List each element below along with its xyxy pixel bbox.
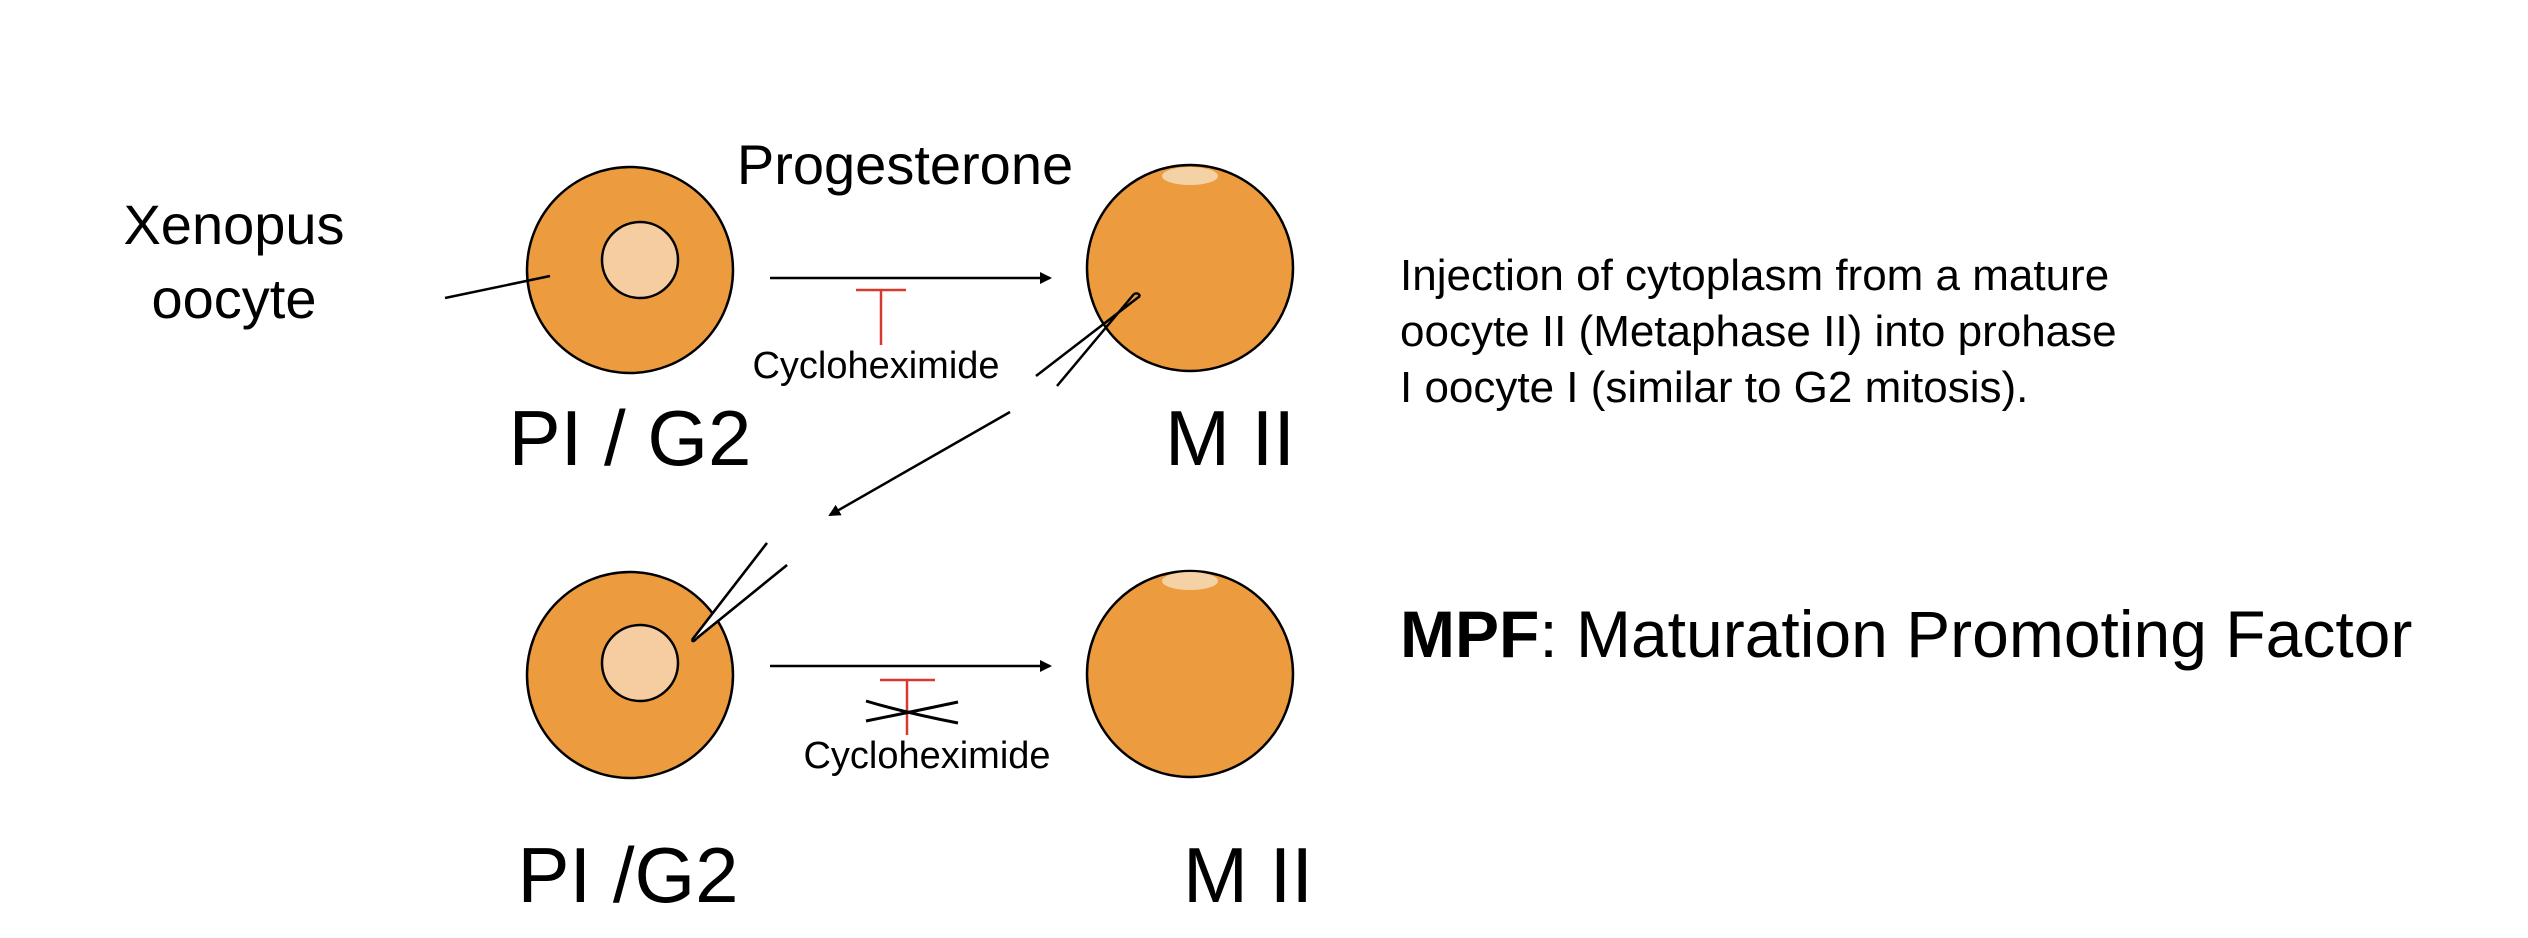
mpf-expansion: : Maturation Promoting Factor <box>1539 597 2413 671</box>
pipette-top <box>1035 292 1142 387</box>
nucleus <box>600 623 680 703</box>
xenopus-label-line1: Xenopus <box>123 193 344 256</box>
inhibition-cancelled-x-icon <box>865 699 959 725</box>
animal-pole-cap <box>1162 167 1218 185</box>
inhibitor-symbol-bottom <box>880 678 935 735</box>
stage-label-top-left: PI / G2 <box>509 394 752 482</box>
injection-description: Injection of cytoplasm from a mature ooc… <box>1400 248 2450 416</box>
inhibitor-symbol-top <box>856 288 906 345</box>
progesterone-label: Progesterone <box>737 133 1073 196</box>
description-line-2: oocyte II (Metaphase II) into prohase <box>1400 307 2117 356</box>
oocyte-top-right <box>1085 163 1295 373</box>
description-line-3: I oocyte I (similar to G2 mitosis). <box>1400 363 2029 412</box>
stage-label-top-right: M II <box>1165 394 1295 482</box>
stage-label-bottom-right: M II <box>1183 831 1313 919</box>
pipette-bottom <box>690 542 788 643</box>
stage-label-bottom-left: PI /G2 <box>517 831 738 919</box>
mpf-definition: MPF: Maturation Promoting Factor <box>1400 596 2412 672</box>
cycloheximide-label-top: Cycloheximide <box>752 345 999 387</box>
transfer-arrow <box>828 410 1011 517</box>
cycloheximide-label-bottom: Cycloheximide <box>803 735 1050 777</box>
oocyte-top-left <box>525 165 735 375</box>
label-pointer-line <box>444 274 551 300</box>
oocyte-bottom-left <box>525 570 735 780</box>
xenopus-label-line2: oocyte <box>152 267 317 330</box>
animal-pole-cap <box>1162 572 1218 590</box>
nucleus <box>600 220 680 300</box>
oocyte-bottom-right <box>1085 569 1295 779</box>
description-line-1: Injection of cytoplasm from a mature <box>1400 251 2110 300</box>
mpf-abbreviation: MPF <box>1400 597 1540 671</box>
